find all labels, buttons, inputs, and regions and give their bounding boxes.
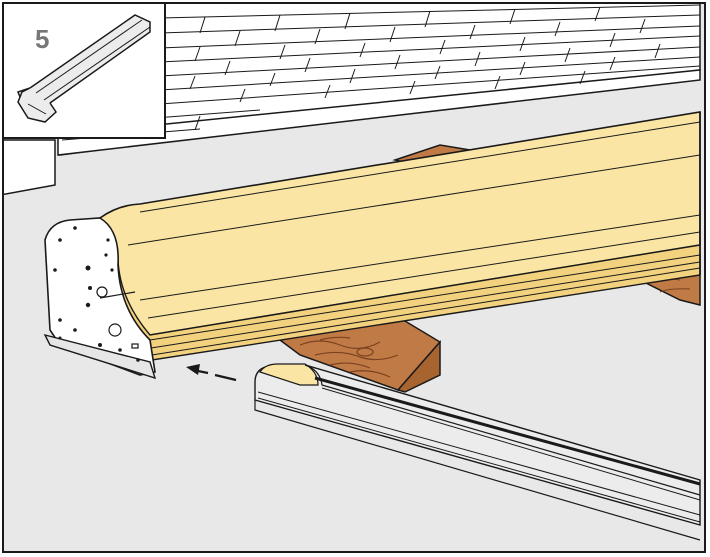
end-cap-bracket: [43, 217, 157, 380]
tool-inset: [3, 3, 166, 139]
roof: [57, 3, 701, 156]
insert-direction-arrow: [186, 364, 237, 382]
hex-key-icon: [17, 14, 151, 123]
awning-cassette: [99, 111, 701, 361]
rail-profile: [254, 363, 701, 541]
building-wall: [3, 139, 56, 196]
step-number: 5: [35, 24, 50, 54]
